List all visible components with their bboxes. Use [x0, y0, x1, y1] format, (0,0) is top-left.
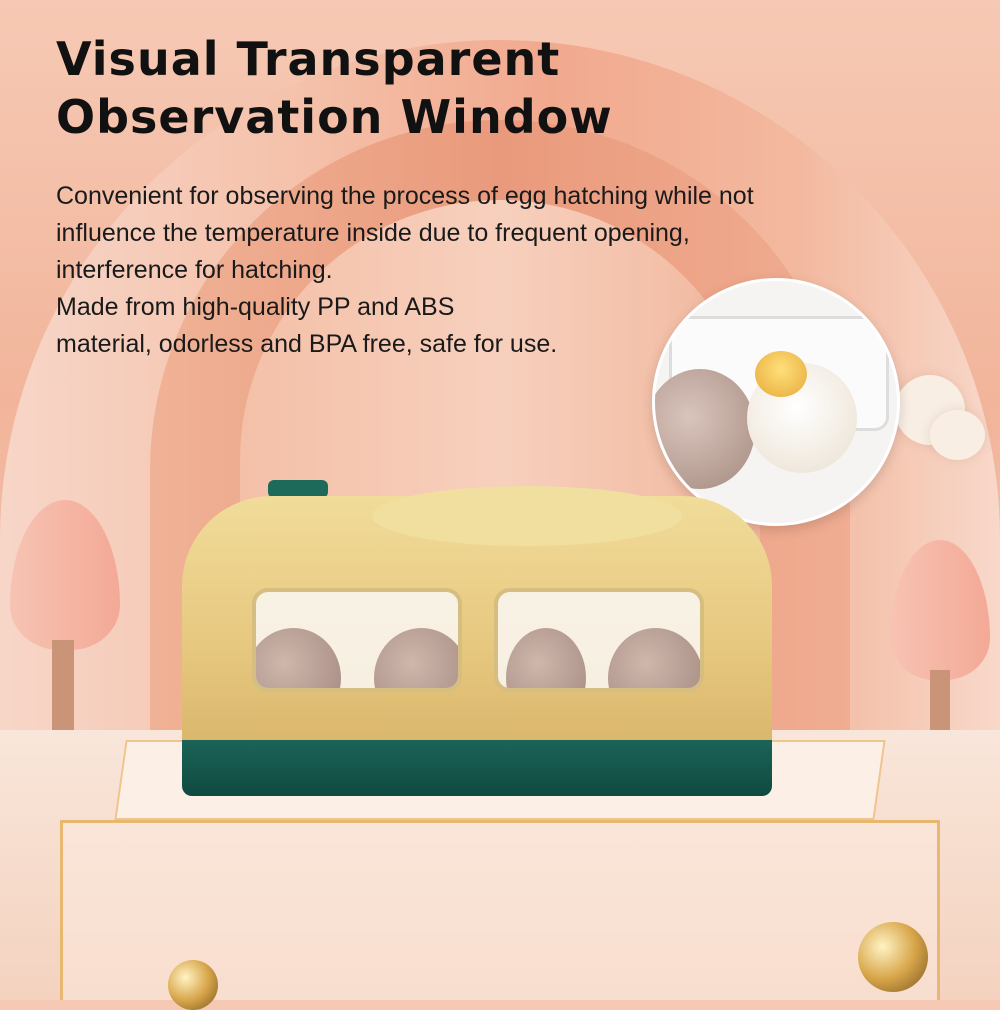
description-line: interference for hatching. — [56, 256, 333, 284]
gold-ball — [858, 922, 928, 992]
description-line: material, odorless and BPA free, safe fo… — [56, 330, 558, 358]
egg — [256, 628, 341, 688]
egg — [655, 369, 755, 489]
cloud-decoration — [930, 410, 985, 460]
hatching-closeup-inset — [652, 278, 900, 526]
glass-pedestal — [60, 820, 940, 1000]
chick — [755, 351, 807, 397]
incubator-base — [182, 740, 772, 796]
title-line-2: Observation Window — [56, 90, 613, 144]
title-line-1: Visual Transparent — [56, 32, 561, 86]
egg — [506, 628, 586, 688]
observation-window-left — [252, 588, 462, 692]
egg — [374, 628, 458, 688]
description-line: Convenient for observing the process of … — [56, 182, 754, 210]
description-line: Made from high-quality PP and ABS — [56, 293, 455, 321]
product-description: Convenient for observing the process of … — [56, 178, 754, 363]
description-line: influence the temperature inside due to … — [56, 219, 690, 247]
gold-ball — [168, 960, 218, 1010]
observation-window-right — [494, 588, 704, 692]
egg — [608, 628, 700, 688]
